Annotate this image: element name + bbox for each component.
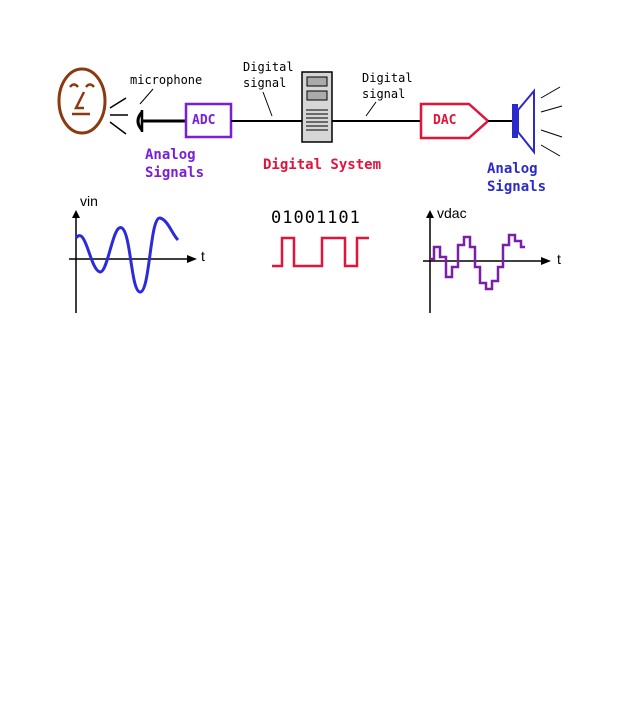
vin-waveform [74, 216, 180, 294]
analog-signals-right-label-2: Signals [487, 179, 547, 195]
dac-box [419, 102, 490, 140]
analog-signals-left-label-1: Analog [145, 147, 196, 163]
binary-code: 01001101 [271, 208, 361, 228]
digital-signal-right-label-1: Digital [362, 71, 413, 85]
vdac-axis-label: vdac [437, 205, 467, 221]
vin-time-label: t [201, 248, 205, 264]
vdac-graph [423, 210, 551, 313]
adc-label: ADC [192, 113, 216, 128]
digital-system-label: Digital System [263, 157, 382, 173]
digital-signal-left-label-1: Digital [243, 60, 294, 74]
speaker-icon [512, 88, 535, 155]
vdac-step-waveform [430, 233, 525, 291]
face-icon [57, 67, 107, 135]
microphone-icon [136, 88, 186, 132]
vin-axis-label: vin [80, 193, 98, 209]
dac-label: DAC [433, 113, 457, 128]
digital-signal-left-label-2: signal [243, 76, 287, 90]
sound-waves-left [109, 97, 128, 135]
adc-box [184, 102, 233, 139]
sound-waves-right [540, 86, 563, 157]
analog-signals-left-label-2: Signals [145, 165, 205, 181]
vdac-time-label: t [557, 251, 561, 267]
digital-signal-right-label-2: signal [362, 87, 406, 101]
computer-tower-icon [301, 71, 333, 143]
analog-signals-right-label-1: Analog [487, 161, 538, 177]
binary-square-wave [272, 236, 369, 268]
microphone-label: microphone [130, 73, 203, 87]
vin-graph [69, 210, 197, 313]
